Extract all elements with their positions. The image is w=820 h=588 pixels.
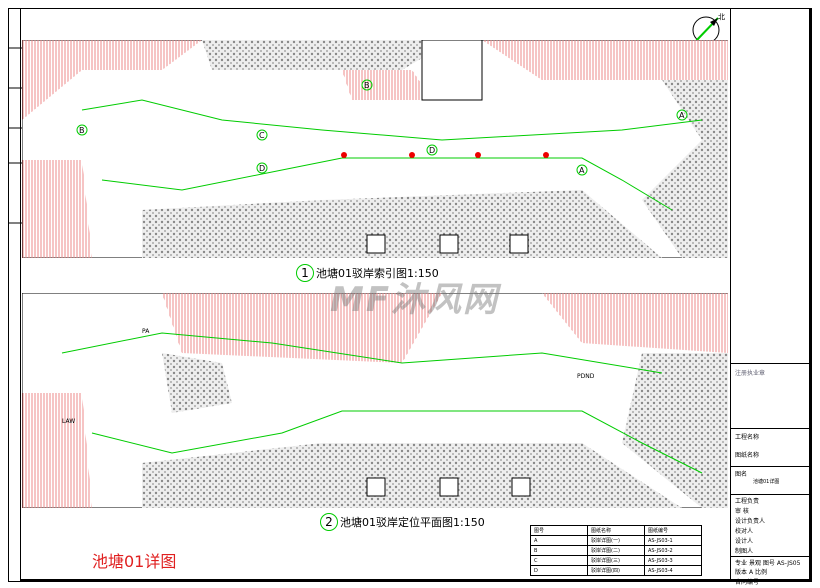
layout-plan: PA LAW PDND — [22, 293, 728, 508]
project-name-label: 工程名称 — [735, 434, 760, 441]
cell: D — [530, 565, 588, 576]
plan-label: PDND — [577, 373, 595, 380]
checker-label: 校对人 — [735, 528, 754, 535]
watermark: MF沐风网 — [330, 280, 500, 320]
cell: 驳岸详图(三) — [587, 555, 645, 566]
cell: B — [530, 545, 588, 556]
cell: A — [530, 535, 588, 546]
drawing-no-value: AS-JS05 — [776, 560, 801, 567]
index-plan: B C B D A A D — [22, 40, 728, 258]
svg-text:D: D — [429, 146, 435, 155]
table-header: 图号图纸名称图纸编号 — [530, 525, 702, 536]
svg-text:C: C — [259, 131, 265, 140]
plan-label: PA — [142, 328, 150, 335]
cell: 驳岸详图(二) — [587, 545, 645, 556]
cell: AS-JS03-1 — [644, 535, 702, 546]
discipline-row: 专业 景观 图号 AS-JS05 — [735, 558, 800, 567]
left-strip — [8, 47, 22, 224]
view-title: 池塘01驳岸定位平面图 — [340, 516, 453, 529]
project-lead-label: 工程负责 — [735, 498, 760, 505]
contract-label: 合同编号 — [735, 579, 760, 586]
stamp-label: 注册执业章 — [735, 370, 766, 377]
cell: 驳岸详图(四) — [587, 565, 645, 576]
figure-label: 图名 — [735, 471, 748, 478]
discipline-value: 景观 — [748, 560, 761, 567]
scale-label: 比例 — [754, 569, 767, 576]
view-title: 池塘01驳岸索引图 — [316, 267, 407, 280]
svg-text:A: A — [579, 166, 585, 175]
cell: AS-JS03-4 — [644, 565, 702, 576]
cell: AS-JS03-3 — [644, 555, 702, 566]
figure-name: 池塘01详图 — [753, 479, 780, 485]
svg-text:B: B — [79, 126, 85, 135]
discipline-label: 专业 — [735, 560, 748, 567]
view-scale: 1:150 — [453, 516, 485, 529]
plan-label: LAW — [62, 418, 75, 425]
svg-text:A: A — [679, 111, 685, 120]
version-value: A — [748, 569, 754, 576]
version-row: 版本 A 比例 — [735, 567, 767, 576]
designer-label: 设计人 — [735, 538, 754, 545]
version-label: 版本 — [735, 569, 748, 576]
drawing-title: 池塘01详图 — [92, 552, 177, 571]
cell: AS-JS03-2 — [644, 545, 702, 556]
header-cell: 图纸编号 — [644, 525, 702, 536]
drawing-no-label: 图号 — [762, 560, 775, 567]
header-cell: 图号 — [530, 525, 588, 536]
title-block: 注册执业章 工程名称 图纸名称 图名 池塘01详图 工程负责 审 核 设计负责人… — [730, 8, 810, 586]
svg-text:B: B — [364, 81, 370, 90]
cell: 驳岸详图(一) — [587, 535, 645, 546]
drafter-label: 制图人 — [735, 548, 754, 555]
drawing-name-label: 图纸名称 — [735, 452, 760, 459]
view-scale: 1:150 — [407, 267, 439, 280]
design-lead-label: 设计负责人 — [735, 518, 766, 525]
view-number: 2 — [320, 513, 338, 531]
view-number: 1 — [296, 264, 314, 282]
header-cell: 图纸名称 — [587, 525, 645, 536]
north-label: 北 — [718, 13, 725, 21]
cell: C — [530, 555, 588, 566]
review-label: 审 核 — [735, 508, 749, 515]
svg-text:D: D — [259, 164, 265, 173]
drawing-border — [20, 8, 812, 582]
